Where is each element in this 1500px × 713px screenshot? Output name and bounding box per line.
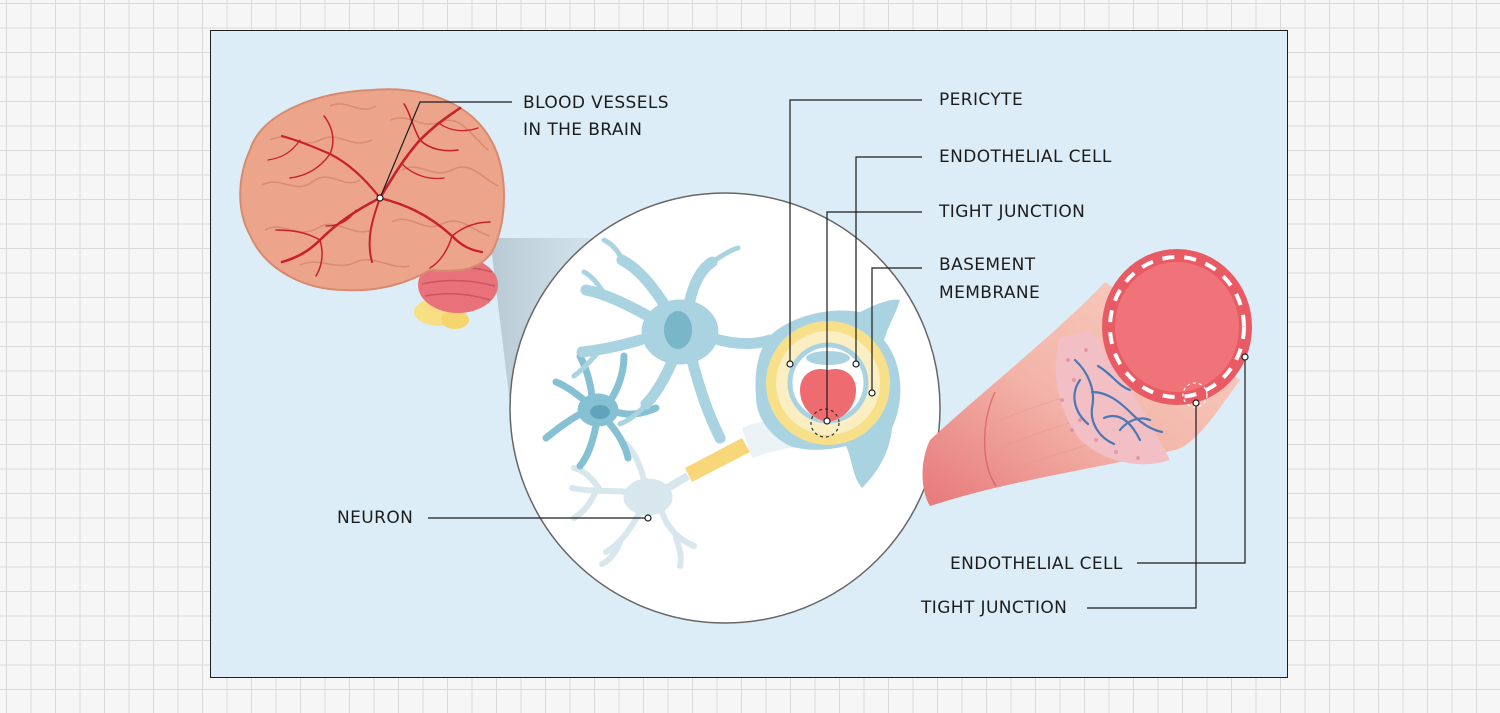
callout-pericyte <box>789 99 922 364</box>
label-basement-membrane-line1: BASEMENT <box>939 255 1036 275</box>
small-astrocyte <box>542 352 660 470</box>
dot-neuron <box>644 514 652 522</box>
label-blood-vessels-line1: BLOOD VESSELS <box>523 93 669 113</box>
tight-junction-marker <box>810 408 840 438</box>
dot-basement-membrane <box>868 389 876 397</box>
capillary-lumen <box>800 368 856 422</box>
dot-tight-junction-top <box>823 417 831 425</box>
dot-tight-junction-bottom <box>1192 399 1200 407</box>
dot-pericyte <box>786 360 794 368</box>
callout-basement-membrane <box>871 267 922 393</box>
label-tight-junction-bottom: TIGHT JUNCTION <box>921 598 1068 618</box>
pericyte <box>806 351 850 365</box>
blood-vessel-tube <box>922 249 1252 506</box>
label-endothelial-cell-bottom: ENDOTHELIAL CELL <box>950 554 1123 574</box>
callout-tight-junction-bottom <box>1087 403 1197 609</box>
dot-blood-vessels <box>376 194 384 202</box>
callout-blood-vessels <box>379 101 512 199</box>
callout-lines <box>379 99 1246 609</box>
label-basement-membrane-line2: MEMBRANE <box>939 283 1041 303</box>
vessel-lumen <box>1115 262 1239 392</box>
callout-endothelial-top <box>855 156 922 364</box>
label-neuron: NEURON <box>337 508 414 528</box>
zoom-circle <box>509 192 941 624</box>
brain <box>239 88 505 329</box>
brain-blood-vessels <box>267 103 491 277</box>
label-endothelial-cell-top: ENDOTHELIAL CELL <box>939 147 1112 167</box>
label-tight-junction-top: TIGHT JUNCTION <box>939 202 1086 222</box>
callout-tight-junction-top <box>826 211 922 421</box>
label-blood-vessels-line2: IN THE BRAIN <box>523 120 643 140</box>
pericyte-network <box>1073 358 1164 446</box>
label-pericyte: PERICYTE <box>939 90 1024 110</box>
faded-neuron <box>569 441 697 569</box>
dot-endothelial-bottom <box>1241 353 1249 361</box>
axon-myelin <box>685 438 750 482</box>
callout-endothelial-bottom <box>1137 357 1246 564</box>
dot-endothelial-top <box>852 360 860 368</box>
